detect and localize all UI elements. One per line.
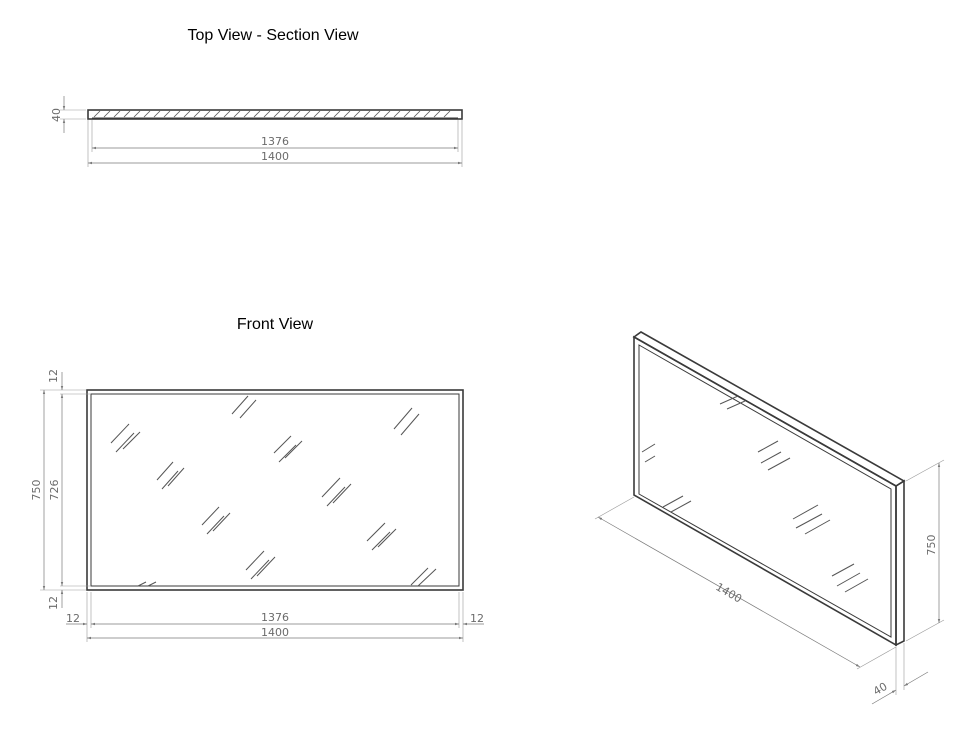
- dim-front-horizontals: 12 12 1376 1400: [66, 592, 484, 642]
- dim-iso-width-label: 1400: [713, 580, 744, 605]
- dim-front-frame-top: 12: [47, 369, 60, 383]
- dim-front-outer-width: 1400: [261, 626, 289, 639]
- dim-top-inner-width: 1376: [91, 120, 459, 152]
- dim-top-outer-width: 1400: [87, 120, 463, 167]
- dim-iso-height-label: 750: [925, 535, 938, 556]
- dim-top-outer-width-label: 1400: [261, 150, 289, 163]
- dim-front-frame-right: 12: [470, 612, 484, 625]
- dim-front-frame-bottom: 12: [47, 596, 60, 610]
- dim-iso-depth-label: 40: [871, 680, 890, 698]
- dim-iso-height: 750: [905, 459, 945, 642]
- front-view-title: Front View: [237, 316, 314, 333]
- isometric-view: 1400 750 40: [594, 331, 945, 705]
- dim-top-thickness-label: 40: [50, 108, 63, 122]
- dim-front-frame-left: 12: [66, 612, 80, 625]
- dim-top-thickness: 40: [50, 96, 86, 133]
- glass-reflection-marks: [110, 395, 437, 587]
- front-view: Front View: [30, 316, 484, 642]
- dim-front-outer-height: 750: [30, 480, 43, 501]
- iso-mirror-frame: [632, 331, 906, 647]
- section-hatching: [93, 110, 451, 118]
- iso-glass-reflection-marks: [641, 395, 869, 593]
- dim-front-inner-height: 726: [48, 480, 61, 501]
- dim-iso-depth: 40: [871, 643, 929, 705]
- top-view-title: Top View - Section View: [187, 27, 359, 44]
- dim-top-inner-width-label: 1376: [261, 135, 289, 148]
- mirror-frame: [86, 389, 464, 591]
- dim-iso-width: 1400: [594, 496, 897, 670]
- top-section-view: Top View - Section View: [50, 27, 463, 167]
- dim-front-inner-width: 1376: [261, 611, 289, 624]
- dim-front-verticals: 12 12 750 726: [30, 369, 90, 610]
- section-profile: [87, 109, 463, 120]
